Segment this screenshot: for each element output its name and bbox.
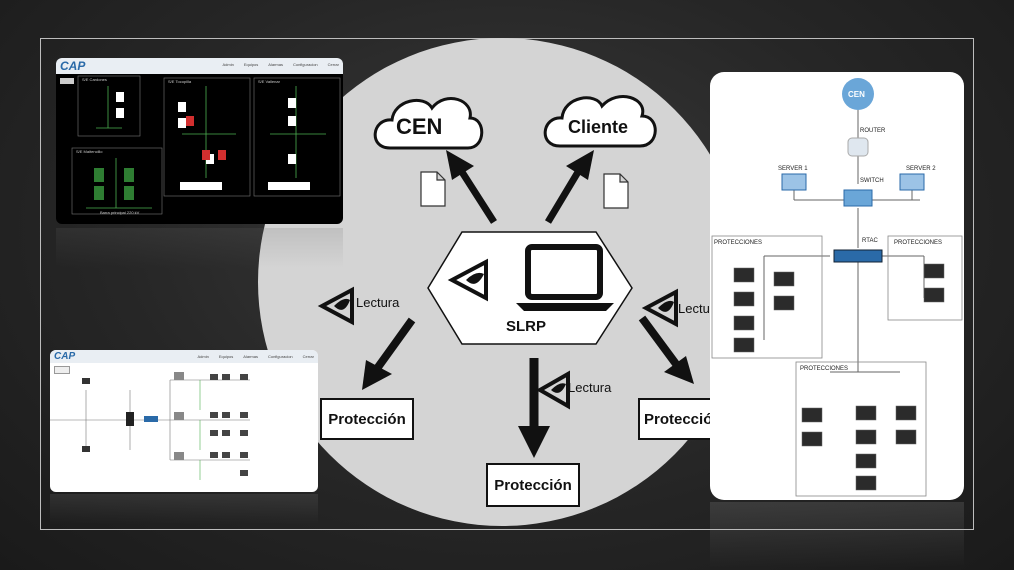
proteccion-box-right: Protección: [638, 398, 722, 440]
lectura-label-bottom: Lectura: [568, 380, 612, 395]
menu-configuracion[interactable]: Configuracion: [267, 354, 293, 359]
menu-cerrar[interactable]: Cerrar: [327, 62, 339, 67]
server1-icon: [781, 173, 807, 191]
topology-diagram: [711, 78, 963, 497]
menu-alarmas[interactable]: Alarmas: [268, 62, 283, 67]
router-label: ROUTER: [860, 128, 886, 134]
lectura-label-left: Lectura: [356, 295, 400, 310]
group-bottom: [795, 361, 927, 497]
app-bar: CAP Admin Equipos Alarmas Configuracion …: [56, 58, 343, 74]
eye-icon-left: [317, 286, 354, 326]
arrow-to-proteccion-bottom: [518, 426, 550, 458]
menu-alarmas[interactable]: Alarmas: [243, 354, 258, 359]
scada-reflection: [56, 228, 343, 268]
arrow-to-proteccion-left: [362, 360, 392, 390]
group-right-label: PROTECCIONES: [894, 240, 943, 246]
menu-equipos[interactable]: Equipos: [218, 354, 234, 359]
laptop-icon: [525, 244, 603, 300]
server2-label: SERVER 2: [906, 166, 936, 172]
menu-cerrar[interactable]: Cerrar: [302, 354, 314, 359]
eye-icon-hub: [447, 258, 488, 302]
arrow-to-proteccion-right: [664, 356, 694, 384]
menu-equipos[interactable]: Equipos: [243, 62, 259, 67]
scada-panels: [71, 75, 341, 215]
network-map: [50, 372, 250, 480]
group-left: [711, 235, 823, 359]
topology-reflection: [710, 502, 964, 568]
bus-label: Barra principal 220 kV: [100, 210, 140, 215]
menu-admin[interactable]: Admin: [222, 62, 234, 67]
slrp-label: SLRP: [506, 318, 547, 335]
router-icon: [847, 137, 869, 157]
network-screenshot-mid: CAP Admin Equipos Alarmas Configuracion …: [50, 350, 318, 492]
document-icon-left: [420, 171, 446, 207]
rtac-label: RTAC: [862, 238, 878, 244]
panel-title-4: S/E Vallenar: [258, 79, 280, 84]
app-logo: CAP: [54, 351, 76, 362]
cen-icon-label: CEN: [848, 90, 865, 99]
arrow-to-cen: [446, 150, 474, 180]
switch-label: SWITCH: [860, 178, 884, 184]
proteccion-box-bottom: Protección: [486, 463, 580, 507]
group-left-label: PROTECCIONES: [714, 240, 763, 246]
cliente-cloud-shape: [543, 95, 657, 148]
switch-icon: [843, 189, 873, 207]
cen-cloud-label: CEN: [396, 114, 443, 139]
eye-icon-bottom: [535, 370, 570, 410]
back-button[interactable]: [54, 366, 70, 374]
network-reflection: [50, 494, 318, 524]
cliente-cloud-label: Cliente: [568, 117, 629, 137]
app-logo: CAP: [60, 59, 86, 73]
panel-title-3: S/E Tocopilla: [168, 79, 192, 84]
panel-title-2: S/E Maitencillo: [76, 149, 103, 154]
app-menu: Admin Equipos Alarmas Configuracion Cerr…: [197, 354, 314, 359]
eye-icon-right: [641, 288, 678, 328]
cen-cloud-icon: [842, 78, 874, 110]
proteccion-box-left: Protección: [320, 398, 414, 440]
menu-admin[interactable]: Admin: [197, 354, 209, 359]
menu-configuracion[interactable]: Configuracion: [292, 62, 318, 67]
scada-screenshot-top: CAP Admin Equipos Alarmas Configuracion …: [56, 58, 343, 224]
cen-cloud-shape: [373, 97, 484, 150]
group-bottom-label: PROTECCIONES: [800, 366, 849, 372]
back-button[interactable]: [60, 78, 74, 84]
app-menu: Admin Equipos Alarmas Configuracion Cerr…: [222, 62, 339, 67]
group-right: [887, 235, 963, 321]
arrow-to-cliente: [566, 150, 594, 180]
panel-title-1: S/E Cardones: [82, 77, 107, 82]
app-bar: CAP Admin Equipos Alarmas Configuracion …: [50, 350, 318, 363]
topology-screenshot-right: CEN ROUTER SERVER 1 SERVER 2 SWITCH RTAC…: [710, 72, 964, 500]
server2-icon: [899, 173, 925, 191]
document-icon-right: [603, 173, 629, 209]
server1-label: SERVER 1: [778, 166, 808, 172]
rtac-icon: [833, 249, 883, 263]
